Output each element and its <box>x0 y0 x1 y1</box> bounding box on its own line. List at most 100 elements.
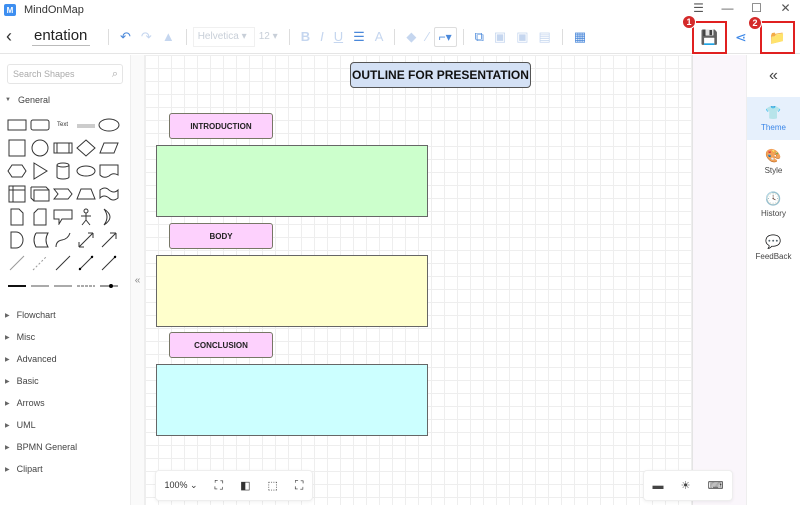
shape-connector-3[interactable] <box>74 274 97 297</box>
title-node[interactable]: OUTLINE FOR PRESENTATION <box>350 62 531 88</box>
zoom-level-select[interactable]: 100% ⌄ <box>164 480 198 490</box>
underline-icon[interactable]: U <box>333 29 344 44</box>
actual-size-icon[interactable]: ⬚ <box>267 480 278 492</box>
menu-icon[interactable]: ☰ <box>693 1 704 15</box>
shape-rectangle[interactable] <box>5 113 28 136</box>
shape-double-arrow-line[interactable] <box>74 251 97 274</box>
undo-icon[interactable]: ↶ <box>120 28 131 44</box>
lock-icon[interactable]: ▤ <box>538 28 551 44</box>
search-shapes-input[interactable]: Search Shapes ⌕ <box>7 64 123 84</box>
shape-callout[interactable] <box>51 205 74 228</box>
shape-actor[interactable] <box>74 205 97 228</box>
font-family-select[interactable]: Helvetica ▾ <box>192 26 255 47</box>
fit-width-icon[interactable]: ◧ <box>240 480 251 492</box>
shape-bidirectional-arrow[interactable] <box>74 228 97 251</box>
category-advanced[interactable]: ▶Advanced <box>0 348 130 370</box>
arrange-icon[interactable]: ⧉ <box>474 28 484 44</box>
table-icon[interactable]: ▦ <box>573 28 587 44</box>
connector-icon[interactable]: ⌐▾ <box>433 26 457 47</box>
shape-connector-4[interactable] <box>97 274 120 297</box>
double-chevron-left-icon: « <box>134 274 141 286</box>
shape-card[interactable] <box>28 205 51 228</box>
minimize-button[interactable]: — <box>721 1 734 15</box>
back-icon[interactable]: ▣ <box>516 28 529 44</box>
align-icon[interactable]: ☰ <box>353 28 365 44</box>
shape-arrow-line[interactable] <box>97 251 120 274</box>
shape-directional-line[interactable] <box>51 251 74 274</box>
save-button[interactable]: 💾 <box>692 21 727 54</box>
shape-cylinder[interactable] <box>51 159 74 182</box>
shape-circle[interactable] <box>28 136 51 159</box>
shape-or[interactable] <box>97 205 120 228</box>
fit-screen-icon[interactable]: ⛶ <box>214 478 224 492</box>
share-icon[interactable]: ⋖ <box>735 29 747 45</box>
shape-process[interactable] <box>51 136 74 159</box>
category-uml[interactable]: ▶UML <box>0 414 130 436</box>
shape-internal-storage[interactable] <box>5 182 28 205</box>
section-label-body[interactable]: BODY <box>169 223 273 249</box>
panel-tab-feedback[interactable]: 💬FeedBack <box>747 226 800 269</box>
back-button[interactable]: ‹ <box>6 26 12 46</box>
line-color-icon[interactable]: ⁄ <box>426 29 429 44</box>
diagram-canvas[interactable]: OUTLINE FOR PRESENTATION INTRODUCTION BO… <box>145 55 692 505</box>
document-name-input[interactable]: entation <box>32 27 90 46</box>
panel-tab-theme[interactable]: 👕Theme <box>747 97 800 140</box>
shape-line[interactable] <box>5 251 28 274</box>
export-button[interactable]: 📁 <box>760 21 795 54</box>
collapse-right-panel-button[interactable]: « <box>747 55 800 97</box>
shape-thick-line[interactable] <box>5 274 28 297</box>
outline-view-icon[interactable]: ▬ <box>652 479 664 492</box>
fill-icon[interactable]: ◆ <box>406 28 417 44</box>
keyboard-icon[interactable]: ⌨ <box>707 480 724 492</box>
section-box-introduction[interactable] <box>156 145 428 217</box>
shape-cloud[interactable] <box>74 159 97 182</box>
category-general[interactable]: ▼General <box>0 89 130 111</box>
panel-tab-history[interactable]: 🕓History <box>747 183 800 226</box>
section-box-conclusion[interactable] <box>156 364 428 436</box>
section-box-body[interactable] <box>156 255 428 327</box>
collapse-sidebar-button[interactable]: « <box>131 55 145 505</box>
category-clipart[interactable]: ▶Clipart <box>0 458 130 480</box>
shape-rounded-rectangle[interactable] <box>28 113 51 136</box>
shape-note[interactable] <box>5 205 28 228</box>
shape-diamond[interactable] <box>74 136 97 159</box>
shape-textbox[interactable] <box>74 113 97 136</box>
close-button[interactable]: ✕ <box>780 1 791 15</box>
redo-icon[interactable]: ↷ <box>140 28 152 44</box>
shape-square[interactable] <box>5 136 28 159</box>
shape-arrow[interactable] <box>97 228 120 251</box>
front-icon[interactable]: ▣ <box>493 28 507 44</box>
panel-tab-style[interactable]: 🎨Style <box>747 140 800 183</box>
format-painter-icon[interactable]: ▲ <box>161 29 175 44</box>
shape-trapezoid[interactable] <box>74 182 97 205</box>
section-label-introduction[interactable]: INTRODUCTION <box>169 113 273 139</box>
shape-stored-data[interactable] <box>28 228 51 251</box>
italic-icon[interactable]: I <box>320 29 324 44</box>
shape-text[interactable]: Text <box>51 113 74 136</box>
category-arrows[interactable]: ▶Arrows <box>0 392 130 414</box>
shape-delay[interactable] <box>5 228 28 251</box>
section-label-conclusion[interactable]: CONCLUSION <box>169 332 273 358</box>
category-bpmn-general[interactable]: ▶BPMN General <box>0 436 130 458</box>
fullscreen-icon[interactable]: ⛶ <box>295 478 304 492</box>
shape-curve-arrow[interactable] <box>51 228 74 251</box>
shape-connector-2[interactable] <box>51 274 74 297</box>
font-size-select[interactable]: 12 ▾ <box>258 31 278 42</box>
shape-cube[interactable] <box>28 182 51 205</box>
shape-ellipse[interactable] <box>97 113 120 136</box>
shape-connector-1[interactable] <box>28 274 51 297</box>
shape-tape[interactable] <box>97 182 120 205</box>
font-color-icon[interactable]: A <box>374 29 384 44</box>
maximize-button[interactable]: ☐ <box>751 1 762 15</box>
shape-step[interactable] <box>51 182 74 205</box>
brightness-icon[interactable]: ☀ <box>680 480 691 492</box>
shape-dashed-line[interactable] <box>28 251 51 274</box>
shape-document[interactable] <box>97 159 120 182</box>
category-basic[interactable]: ▶Basic <box>0 370 130 392</box>
bold-icon[interactable]: B <box>300 29 311 44</box>
shape-parallelogram[interactable] <box>97 136 120 159</box>
category-misc[interactable]: ▶Misc <box>0 326 130 348</box>
shape-hexagon[interactable] <box>5 159 28 182</box>
category-flowchart[interactable]: ▶Flowchart <box>0 304 130 326</box>
shape-triangle[interactable] <box>28 159 51 182</box>
